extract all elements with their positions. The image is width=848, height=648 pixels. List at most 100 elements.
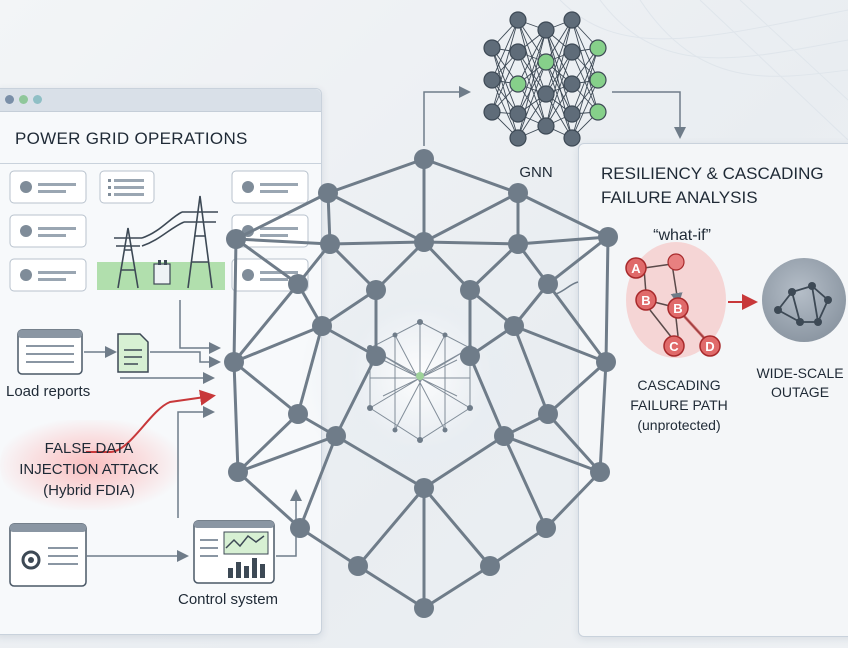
nn-node xyxy=(537,21,555,39)
graph-edge xyxy=(328,242,378,292)
graph-node xyxy=(504,316,524,336)
graph-node xyxy=(460,280,480,300)
control-system-label: Control system xyxy=(178,591,279,608)
graph-edge xyxy=(502,434,602,474)
graph-node xyxy=(536,518,556,538)
outage-network-icon xyxy=(762,258,846,342)
graph-node xyxy=(288,404,308,424)
nn-edge xyxy=(545,19,573,95)
graph-node xyxy=(596,352,616,372)
graph-node xyxy=(538,274,558,294)
graph-edge xyxy=(232,360,300,416)
what-if-label: “what-if” xyxy=(653,227,711,244)
nn-edge xyxy=(517,61,547,115)
graph-node xyxy=(312,316,332,336)
graph-edge xyxy=(422,157,520,195)
panel-title-line2: FAILURE ANALYSIS xyxy=(601,188,758,207)
graph-edge xyxy=(320,288,378,328)
gnn-neural-network-icon xyxy=(483,11,607,147)
nn-node xyxy=(563,105,581,123)
nn-edge xyxy=(491,47,519,139)
graph-edge xyxy=(328,240,426,246)
graph-edge xyxy=(546,235,610,286)
nn-node xyxy=(589,103,607,121)
nn-node xyxy=(563,11,581,29)
cascade-node-label: B xyxy=(641,293,650,308)
flow-arrow xyxy=(177,406,215,518)
nn-edge xyxy=(517,61,547,139)
graph-edge xyxy=(234,191,330,241)
inner-core-nodes xyxy=(367,319,473,443)
nn-edge xyxy=(491,79,519,139)
nn-node xyxy=(563,43,581,61)
graph-node xyxy=(348,556,368,576)
graph-edge xyxy=(326,191,426,244)
graph-edge xyxy=(298,434,338,530)
nn-node xyxy=(483,103,501,121)
checklist-card xyxy=(99,170,155,204)
nn-node xyxy=(589,39,607,57)
status-card xyxy=(9,258,87,292)
nn-edge xyxy=(491,19,519,81)
graph-node xyxy=(598,227,618,247)
graph-edge xyxy=(422,240,472,292)
graph-edge xyxy=(356,564,426,610)
graph-edge xyxy=(234,237,300,286)
cascading-failure-label: CASCADING FAILURE PATH (unprotected) xyxy=(614,375,744,435)
status-card xyxy=(231,170,309,204)
graph-edge xyxy=(334,354,378,438)
graph-node xyxy=(538,404,558,424)
graph-edge xyxy=(546,412,602,474)
flow-arrow xyxy=(276,489,302,557)
nn-node xyxy=(483,39,501,57)
graph-edge xyxy=(422,191,520,244)
graph-edge xyxy=(326,157,426,195)
graph-edge xyxy=(544,470,602,530)
cascade-node xyxy=(667,297,689,319)
graph-node xyxy=(366,280,386,300)
graph-edge xyxy=(422,486,492,568)
attack-highlight-glow xyxy=(0,420,180,510)
status-card xyxy=(9,214,87,248)
attack-label-line3: (Hybrid FDIA) xyxy=(43,482,135,499)
cascade-node-label: A xyxy=(631,261,641,276)
graph-node xyxy=(320,234,340,254)
graph-edge xyxy=(236,412,300,474)
flow-arrow xyxy=(150,351,221,368)
cascading-label-line3: (unprotected) xyxy=(637,417,721,433)
graph-edge xyxy=(236,470,302,530)
graph-edge xyxy=(546,282,608,364)
cascade-node xyxy=(667,253,685,271)
nn-node xyxy=(509,43,527,61)
graph-node xyxy=(508,234,528,254)
cascading-label-line1: CASCADING xyxy=(637,377,721,393)
panel-title-line1: RESILIENCY & CASCADING xyxy=(601,164,824,183)
cascading-label-line2: FAILURE PATH xyxy=(630,397,728,413)
resiliency-analysis-panel: RESILIENCY & CASCADING FAILURE ANALYSIS xyxy=(578,143,848,637)
nn-edge xyxy=(545,61,573,139)
flow-arrow xyxy=(423,86,471,146)
flow-arrow xyxy=(179,300,221,354)
nn-node xyxy=(509,11,527,29)
settings-window-icon xyxy=(9,523,87,587)
graph-edge xyxy=(234,237,332,246)
nn-node xyxy=(563,75,581,93)
gnn-label: GNN xyxy=(519,164,552,181)
graph-edge xyxy=(298,526,360,568)
cascade-node xyxy=(699,335,721,357)
graph-node xyxy=(414,149,434,169)
graph-edge xyxy=(598,360,608,474)
graph-node xyxy=(508,183,528,203)
spreadsheet-icon xyxy=(17,329,83,375)
graph-node xyxy=(414,478,434,498)
window-dot-blue xyxy=(5,95,14,104)
cascade-node xyxy=(663,335,685,357)
outage-label-line2: OUTAGE xyxy=(770,384,830,400)
window-dot-green xyxy=(19,95,28,104)
graph-edge xyxy=(512,324,608,364)
graph-edge xyxy=(468,242,520,292)
status-card xyxy=(9,170,87,204)
nn-edge xyxy=(545,51,573,127)
